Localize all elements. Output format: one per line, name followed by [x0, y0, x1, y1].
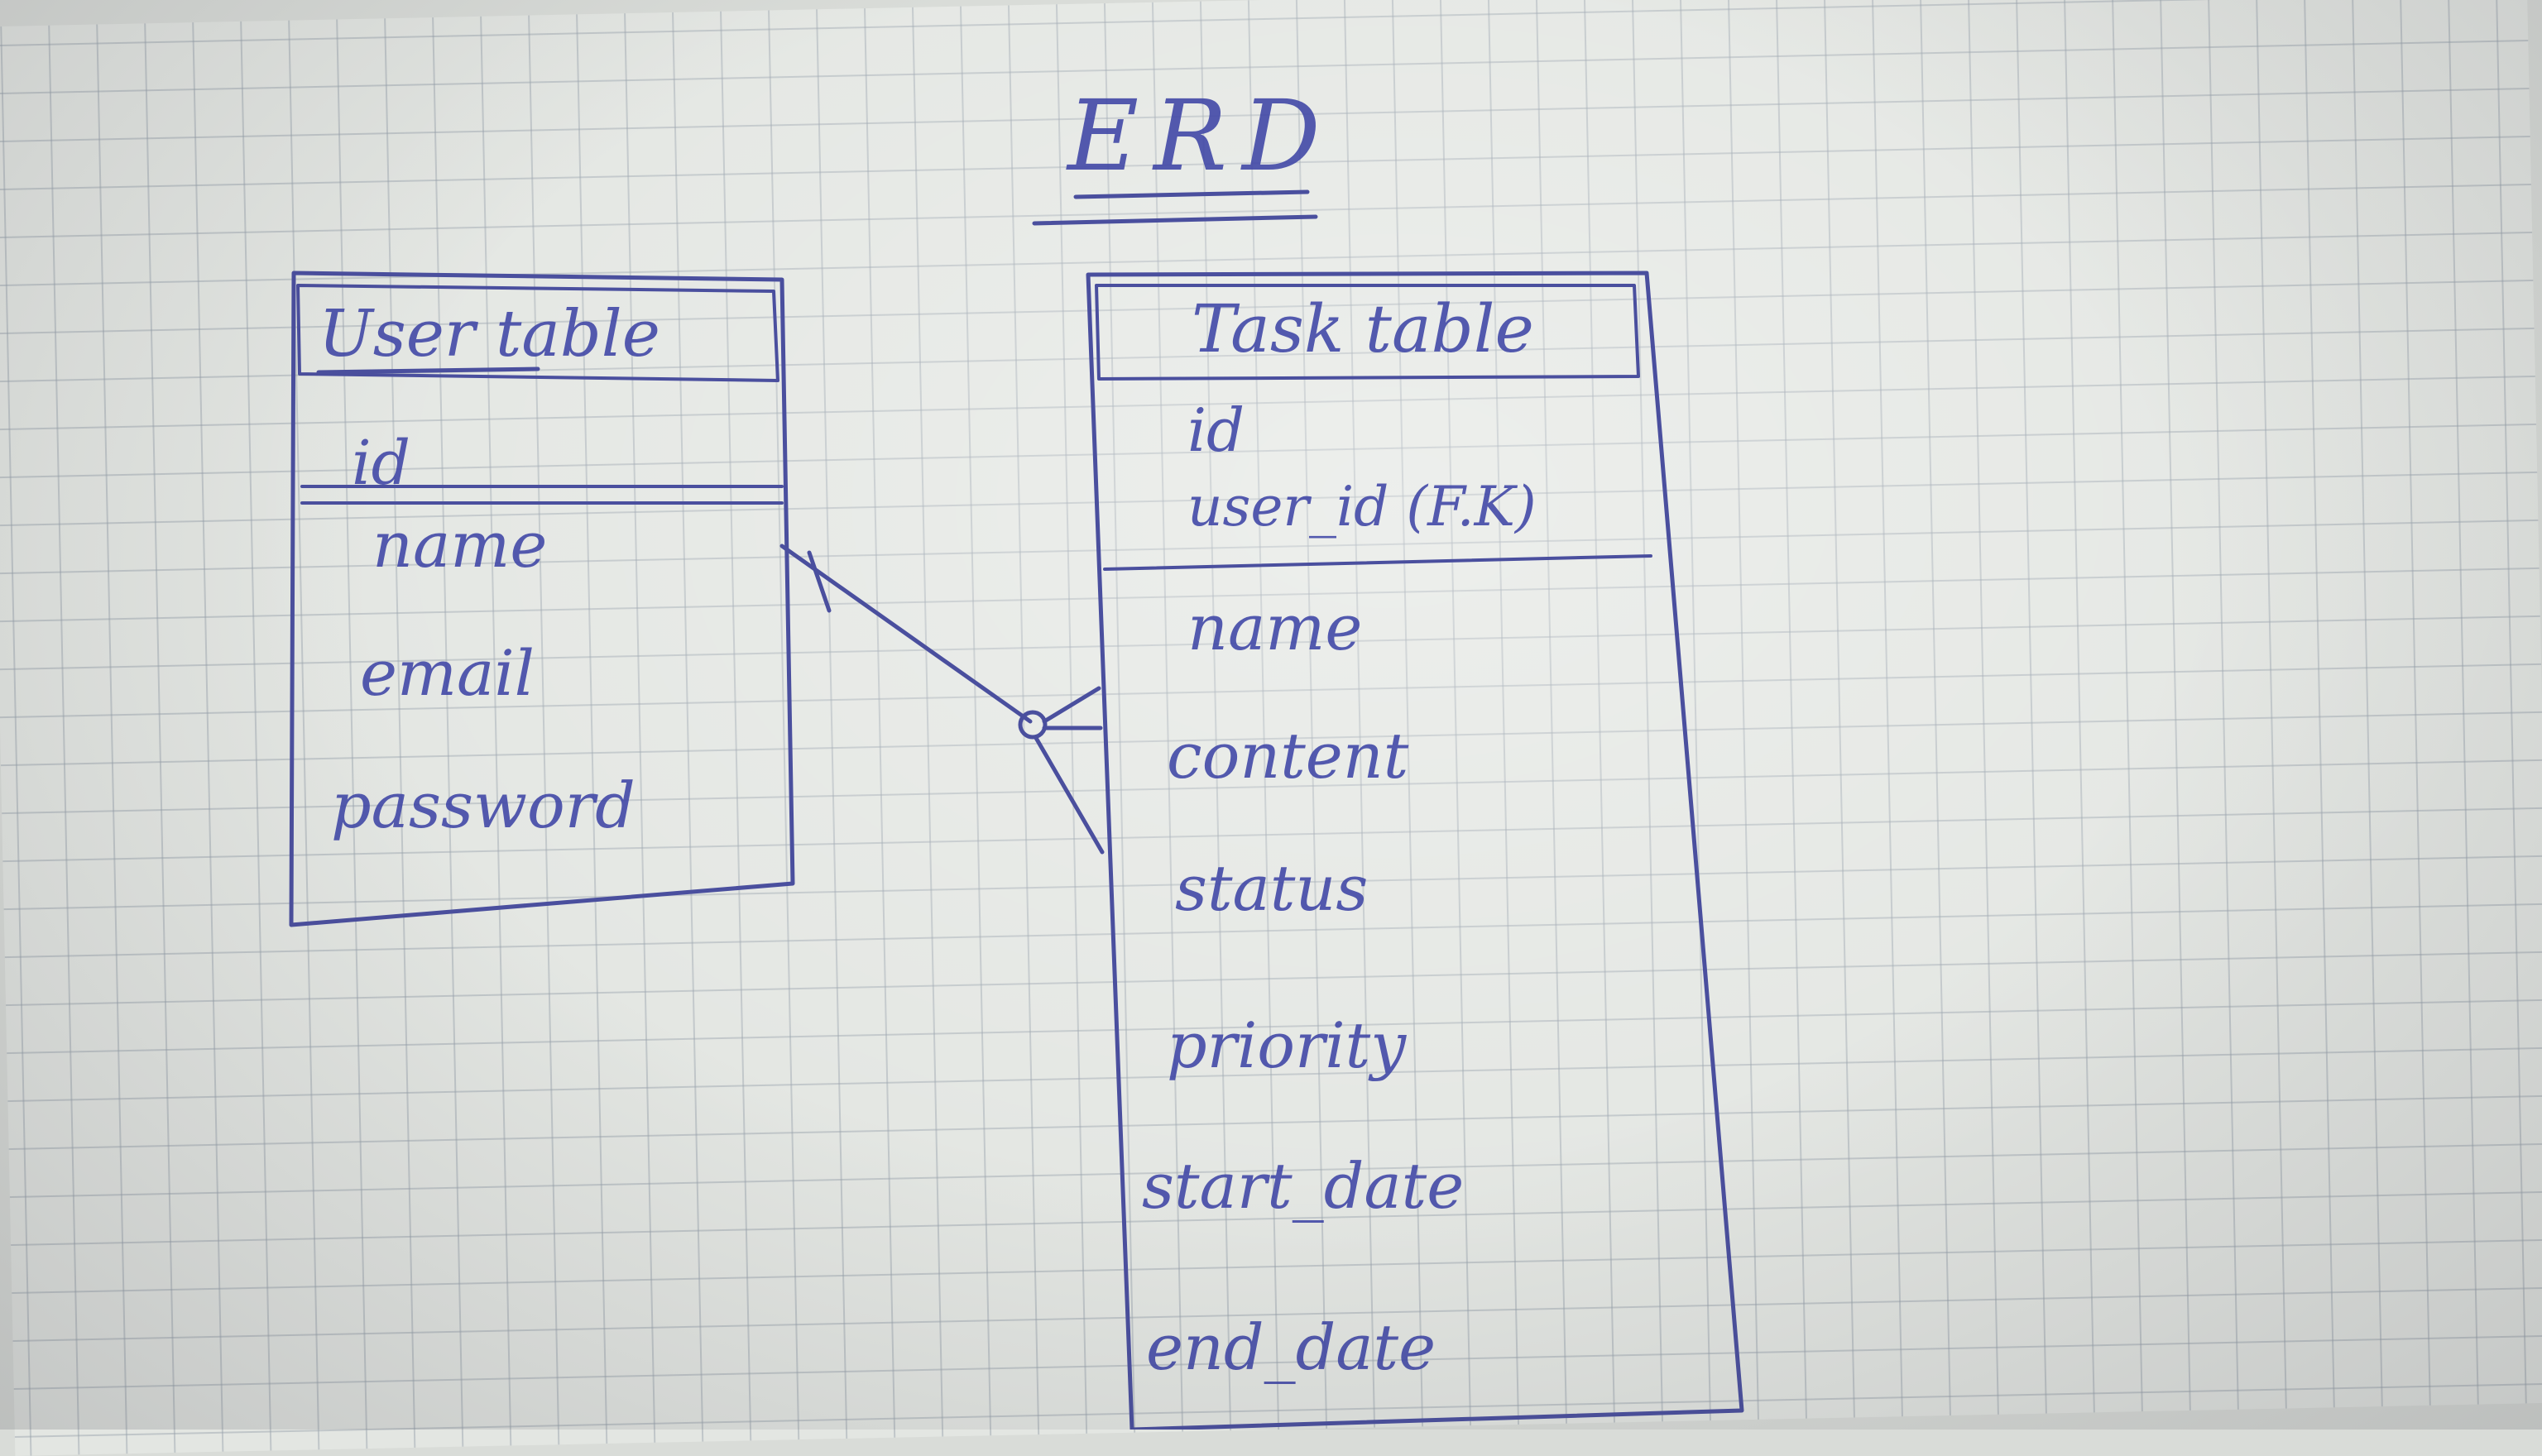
user-field-id: id — [352, 428, 410, 499]
user-table-header: User table — [319, 297, 660, 371]
user-table: User table id name email password — [289, 271, 795, 927]
user-table-header-underline — [316, 366, 540, 375]
task-field-status: status — [1175, 851, 1368, 925]
task-field-priority: priority — [1167, 1008, 1407, 1082]
user-field-email: email — [360, 636, 535, 710]
crows-foot-upper — [1042, 686, 1101, 724]
task-table-header: Task table — [1192, 290, 1534, 367]
task-table: Task table id user_id (F.K) name content… — [1086, 271, 1744, 1430]
title-underline-1 — [1073, 189, 1310, 199]
task-table-pk-separator — [1103, 554, 1652, 571]
task-table-header-box — [1095, 284, 1640, 381]
task-field-content: content — [1167, 719, 1409, 793]
relationship-user-task — [779, 544, 1105, 855]
diagram-title: ERD — [1066, 79, 1336, 193]
user-table-border — [289, 271, 795, 927]
crows-foot-lower — [1034, 735, 1105, 855]
relationship-optional-circle — [1018, 710, 1048, 740]
relationship-one-marker — [807, 550, 832, 613]
task-field-user-id-fk: user_id (F.K) — [1187, 475, 1537, 539]
task-field-end-date: end_date — [1146, 1310, 1436, 1384]
task-field-name: name — [1187, 591, 1362, 664]
task-table-border — [1086, 271, 1744, 1430]
user-field-name: name — [372, 508, 547, 582]
user-table-header-box — [296, 284, 779, 382]
task-field-id: id — [1187, 395, 1245, 465]
relationship-line — [779, 544, 1033, 724]
title-underline-2 — [1032, 214, 1318, 226]
task-field-start-date: start_date — [1142, 1149, 1464, 1223]
user-field-password: password — [331, 769, 636, 842]
